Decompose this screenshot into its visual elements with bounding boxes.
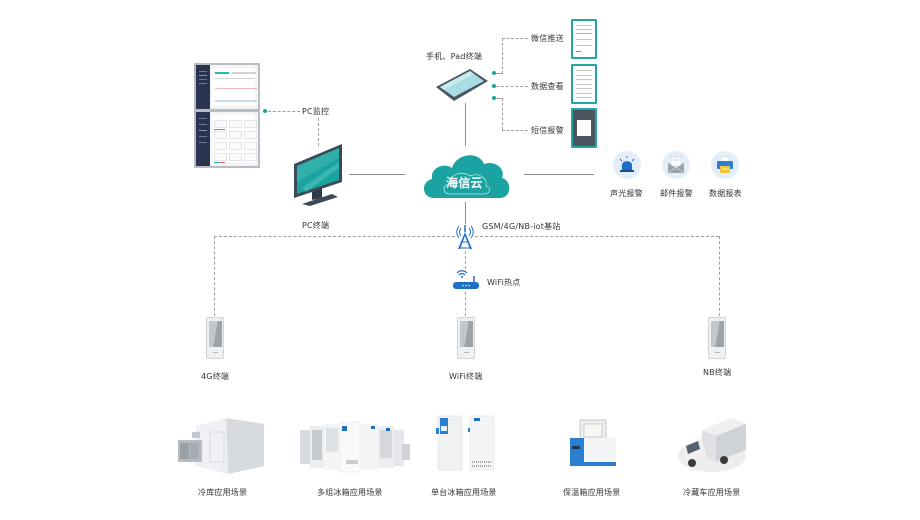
connector-line [502,130,528,131]
connector-line [465,292,466,316]
connector-dot [492,71,496,75]
connector-line [496,86,528,87]
scene-label-cold-storage: 冷库应用场景 [198,488,248,497]
connector-dot [263,109,267,113]
alarm-label-siren: 声光报警 [610,189,643,198]
terminal-label-nb: NB终端 [703,368,732,377]
pc-monitor-icon [294,144,342,206]
connector-line [496,98,502,99]
single-fridge-image [436,415,495,471]
connector-line [502,38,528,39]
scene-label-single-fridge: 单台冰箱应用场景 [431,488,497,497]
terminal-bus-left [214,236,455,237]
terminal-label-4g: 4G终端 [201,372,230,381]
scene-label-incubator: 保温箱应用场景 [563,488,621,497]
connector-line [502,38,503,74]
connector-line [268,111,300,112]
cold-storage-image [178,418,264,474]
connector-line [465,251,466,269]
pc-dashboard-screenshot-top [194,63,260,111]
terminal-device-4g [206,317,224,359]
pc-dashboard-screenshot-bottom [194,110,260,168]
terminal-device-nb [708,317,726,359]
printer-icon [717,156,733,173]
connector-line [502,98,503,130]
wechat-push-screenshot [571,19,597,59]
base-station-label: GSM/4G/NB-iot基站 [482,222,561,231]
cloud-icon [423,155,510,198]
pc-terminal-label: PC终端 [302,221,330,230]
wifi-label: WiFi热点 [487,278,521,287]
sms-alarm-screenshot [571,108,597,148]
connector-line [496,73,502,74]
terminal-bus-right [475,236,719,237]
terminal-label-wifi: WiFi终端 [449,372,483,381]
terminal-device-wifi [457,317,475,359]
scene-label-multi-fridge: 多组冰箱应用场景 [317,488,383,497]
pc-monitor-label: PC监控 [302,107,330,116]
connector-line [719,236,720,316]
feature-data-view: 数据查看 [531,82,564,91]
cloud-alarm-link [524,174,594,175]
feature-sms-alarm: 短信报警 [531,126,564,135]
mobile-terminal-label: 手机、Pad终端 [426,52,483,61]
mobile-phone-icon [436,69,488,101]
cloud-label: 海信云 [446,176,483,190]
mobile-cloud-link [465,103,466,146]
cloud-station-link [465,202,466,224]
siren-icon [619,156,635,172]
mail-icon [667,156,685,174]
alarm-label-mail: 邮件报警 [660,189,693,198]
scene-label-truck: 冷藏车应用场景 [683,488,741,497]
multi-fridge-image [300,421,410,473]
connector-dot [492,96,496,100]
wifi-router-icon [453,270,479,289]
refrigerated-truck-image [678,418,746,472]
data-view-screenshot [571,64,597,104]
connector-line [318,118,319,146]
connector-dot [492,84,496,88]
feature-wechat-push: 微信推送 [531,34,564,43]
alarm-label-report: 数据报表 [709,189,742,198]
incubator-image [570,419,616,466]
cell-tower-icon [456,225,474,249]
pc-cloud-link [349,174,405,175]
connector-line [214,236,215,316]
